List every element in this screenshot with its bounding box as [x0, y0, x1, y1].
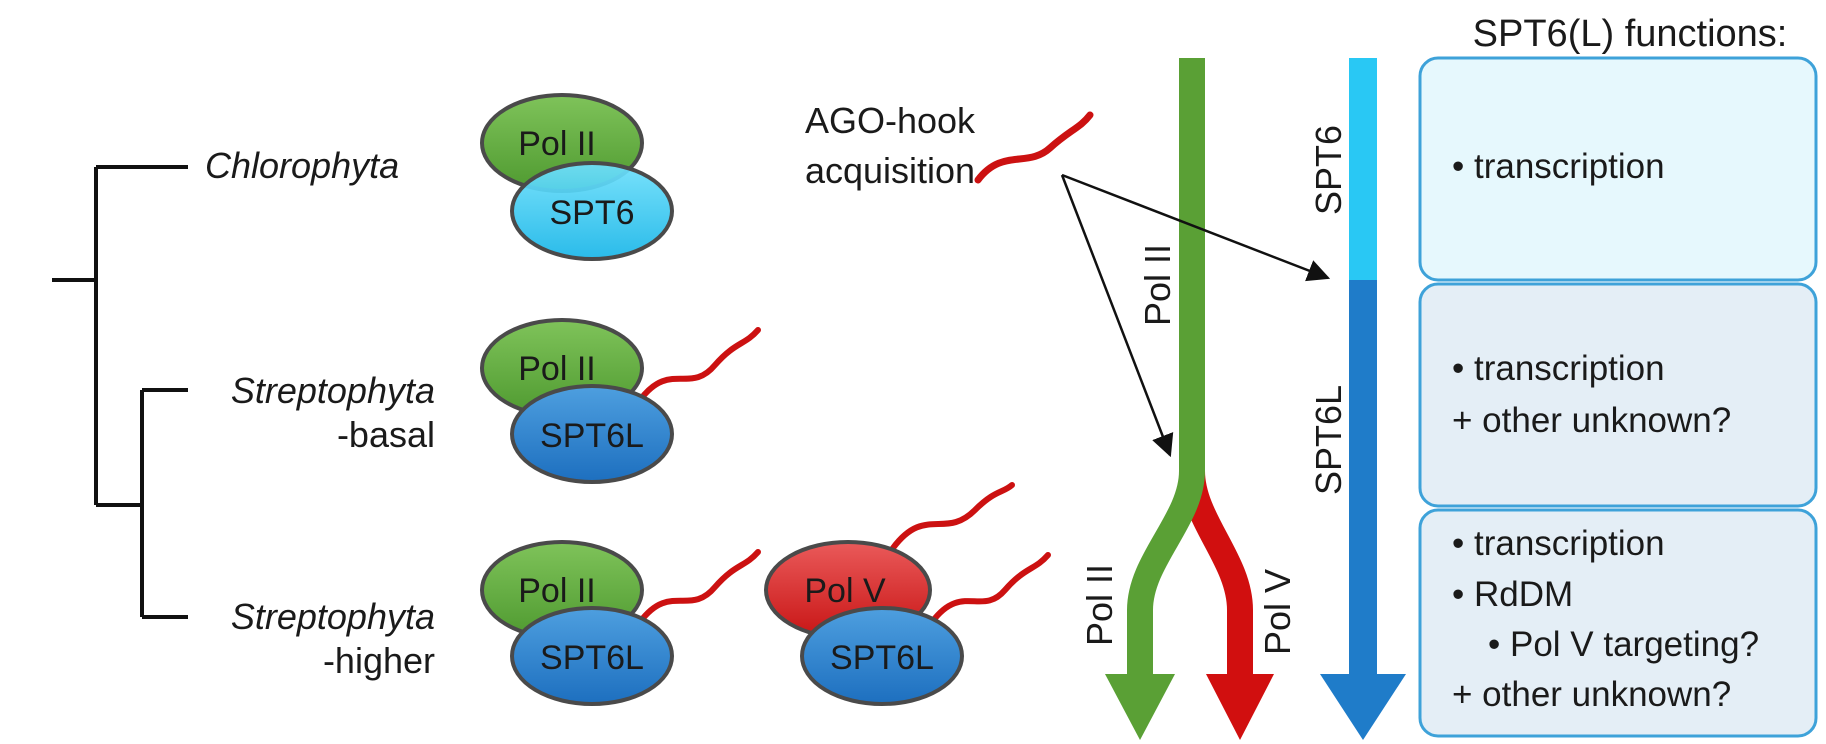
spt6l-oval: [510, 384, 674, 484]
taxon-suffix-basal: -basal: [337, 414, 435, 455]
phylogenetic-tree: [52, 165, 188, 619]
pol2-branch-label: Pol II: [1079, 564, 1120, 646]
spt6l-label: SPT6L: [540, 639, 644, 677]
spt6-label: SPT6: [549, 194, 634, 232]
acquisition-line1: AGO-hook: [805, 100, 976, 141]
pol2-label: Pol II: [518, 572, 595, 610]
pol2-label: Pol II: [518, 350, 595, 388]
pointer-to-spt6l: [1061, 173, 1331, 282]
polv-label: Pol V: [804, 572, 886, 610]
function-text: • transcription: [1452, 524, 1665, 563]
ago-hook-icon: [974, 111, 1094, 184]
taxa-labels: Chlorophyta Streptophyta -basal Streptop…: [205, 145, 435, 681]
pol2-label: Pol II: [518, 125, 595, 163]
function-box-spt6: [1418, 56, 1818, 282]
function-text: • Pol V targeting?: [1488, 625, 1759, 664]
acquisition-pointers: [1060, 173, 1331, 458]
spt6l-arrowhead: [1320, 674, 1406, 740]
ago-hook-tail-polv: [890, 482, 1015, 551]
function-text: + other unknown?: [1452, 675, 1731, 714]
spt6l-oval: [800, 606, 964, 706]
spt6l-label: SPT6L: [540, 417, 644, 455]
ago-hook-tail-spt6l: [929, 552, 1051, 625]
acquisition-line2: acquisition: [805, 150, 975, 191]
pol-lineage-arrows: Pol II Pol II Pol V: [1079, 58, 1298, 740]
spt6l-oval: [510, 606, 674, 706]
function-box-spt6l-basal: [1418, 282, 1818, 508]
complex-pol2-spt6l-higher: Pol II SPT6L: [480, 540, 761, 706]
function-text: • transcription: [1452, 349, 1665, 388]
complex-pol2-spt6: Pol II SPT6: [480, 93, 674, 261]
pol2-trunk-label: Pol II: [1137, 244, 1178, 326]
ago-hook-tail: [637, 549, 761, 625]
spt6-segment: [1349, 58, 1377, 280]
spt6l-column-label: SPT6L: [1308, 385, 1349, 495]
function-text: + other unknown?: [1452, 401, 1731, 440]
function-text: • RdDM: [1452, 575, 1573, 614]
complex-pol2-spt6l-basal: Pol II SPT6L: [480, 318, 761, 484]
function-box-spt6l-higher: [1418, 508, 1818, 738]
function-text: • transcription: [1452, 147, 1665, 186]
functions-panel: • transcription • transcription + other …: [1418, 56, 1818, 738]
ago-hook-tail: [637, 327, 761, 403]
polv-branch-label: Pol V: [1257, 569, 1298, 655]
pol2-trunk-arrow: [1127, 58, 1205, 675]
ago-hook-acquisition: AGO-hook acquisition: [805, 100, 1094, 191]
spt6-oval: [510, 161, 674, 261]
spt6-lineage-arrow: SPT6 SPT6L: [1308, 58, 1406, 740]
taxon-suffix-higher: -higher: [323, 640, 435, 681]
spt6l-label: SPT6L: [830, 639, 934, 677]
taxon-streptophyta-basal: Streptophyta: [231, 370, 435, 411]
taxon-chlorophyta: Chlorophyta: [205, 145, 399, 186]
complex-polv-spt6l: Pol V SPT6L: [764, 482, 1051, 706]
spt6l-segment: [1349, 280, 1377, 676]
functions-title: SPT6(L) functions:: [1473, 13, 1788, 55]
pointer-to-pol2: [1060, 174, 1174, 458]
taxon-streptophyta-higher: Streptophyta: [231, 596, 435, 637]
pol2-arrowhead: [1105, 674, 1175, 740]
spt6-column-label: SPT6: [1308, 125, 1349, 215]
polv-arrowhead: [1206, 674, 1274, 740]
